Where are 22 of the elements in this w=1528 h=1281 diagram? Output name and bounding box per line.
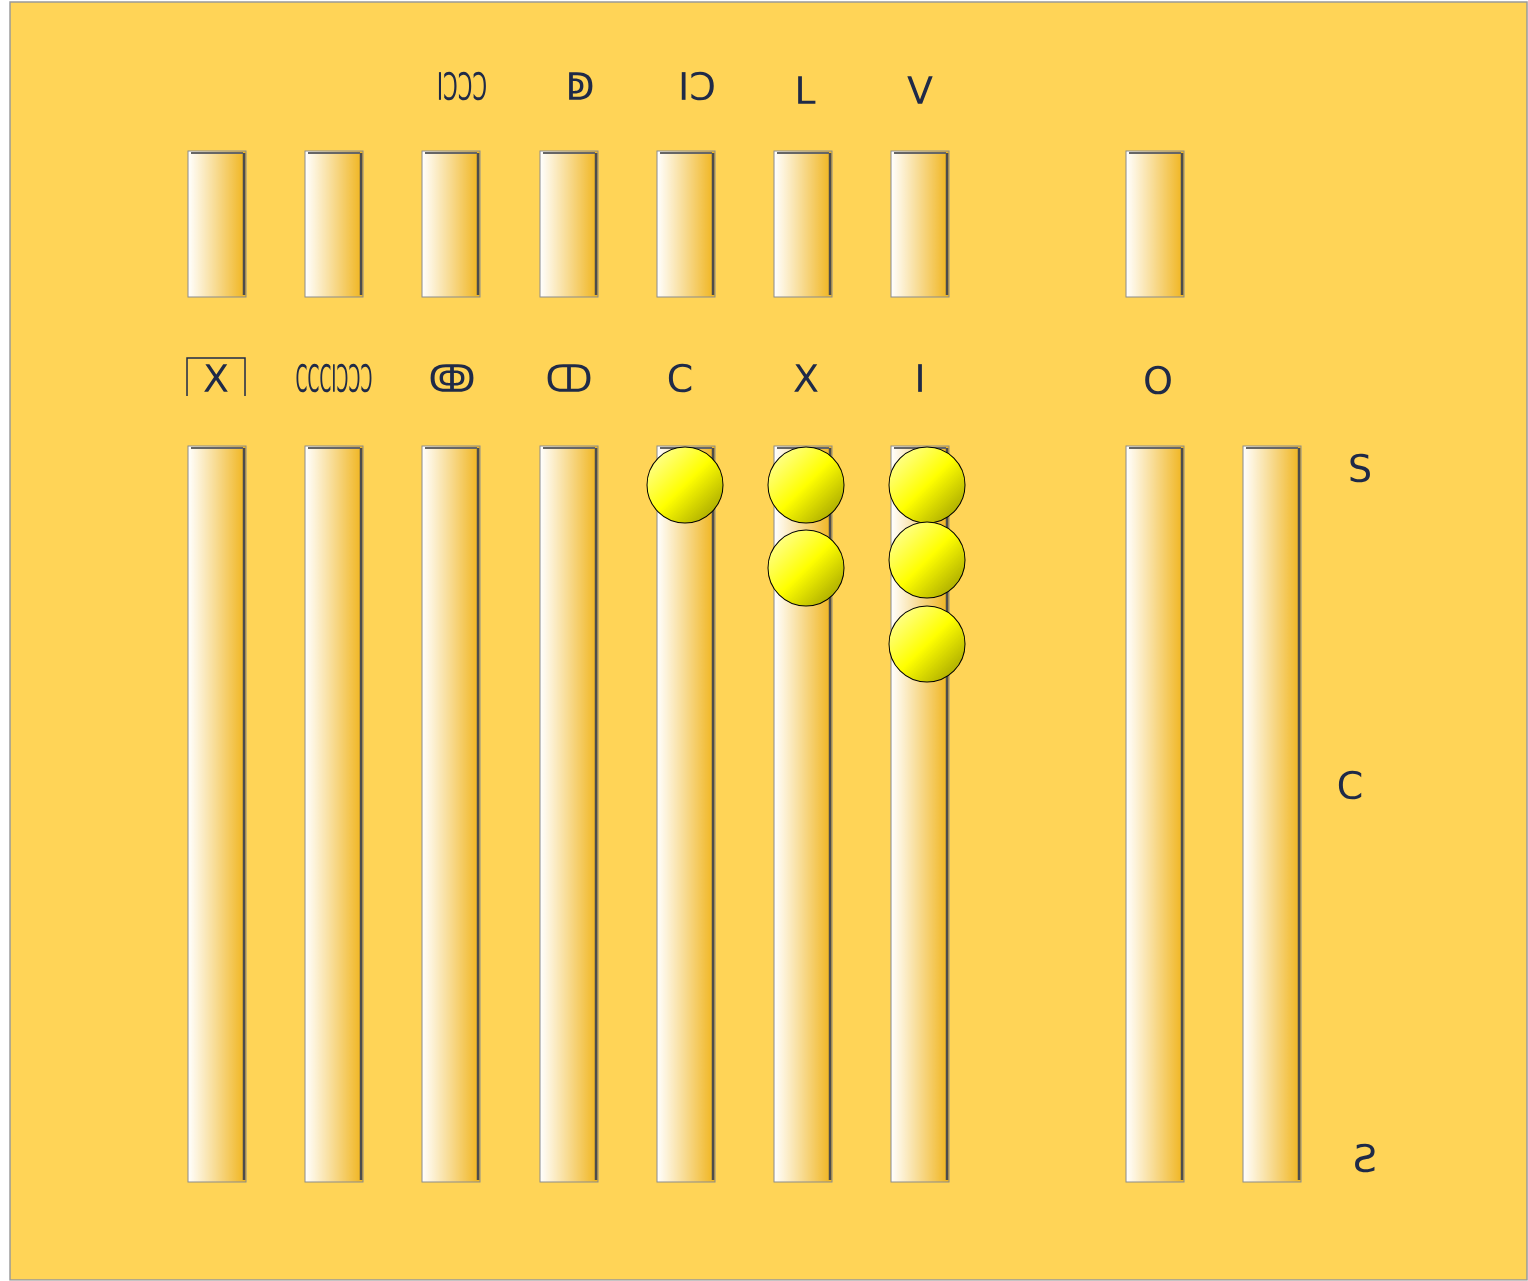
numeral: ↀ: [547, 364, 591, 392]
numeral: CCCIↃↃↃ: [296, 363, 372, 393]
bead: [888, 521, 966, 599]
numeral: C: [1338, 770, 1362, 800]
numeral: O: [1145, 365, 1171, 395]
numeral: X: [794, 364, 818, 392]
numeral: V: [907, 76, 933, 104]
bead: [888, 446, 966, 524]
bead: [888, 605, 966, 683]
numeral: IↃↃↃ: [438, 71, 486, 101]
numeral: C: [668, 363, 692, 393]
numeral: IↃ: [681, 71, 714, 101]
numeral: Ƨ: [1355, 1143, 1375, 1173]
bead: [767, 529, 845, 607]
numeral: I: [918, 364, 922, 392]
numeral: ↁ: [569, 72, 593, 100]
numeral: ↂ: [430, 364, 474, 392]
numeral: S: [1350, 453, 1370, 483]
bead: [646, 446, 724, 524]
boxed-numeral: X: [186, 357, 246, 397]
numeral: L: [798, 76, 816, 104]
bead: [767, 446, 845, 524]
